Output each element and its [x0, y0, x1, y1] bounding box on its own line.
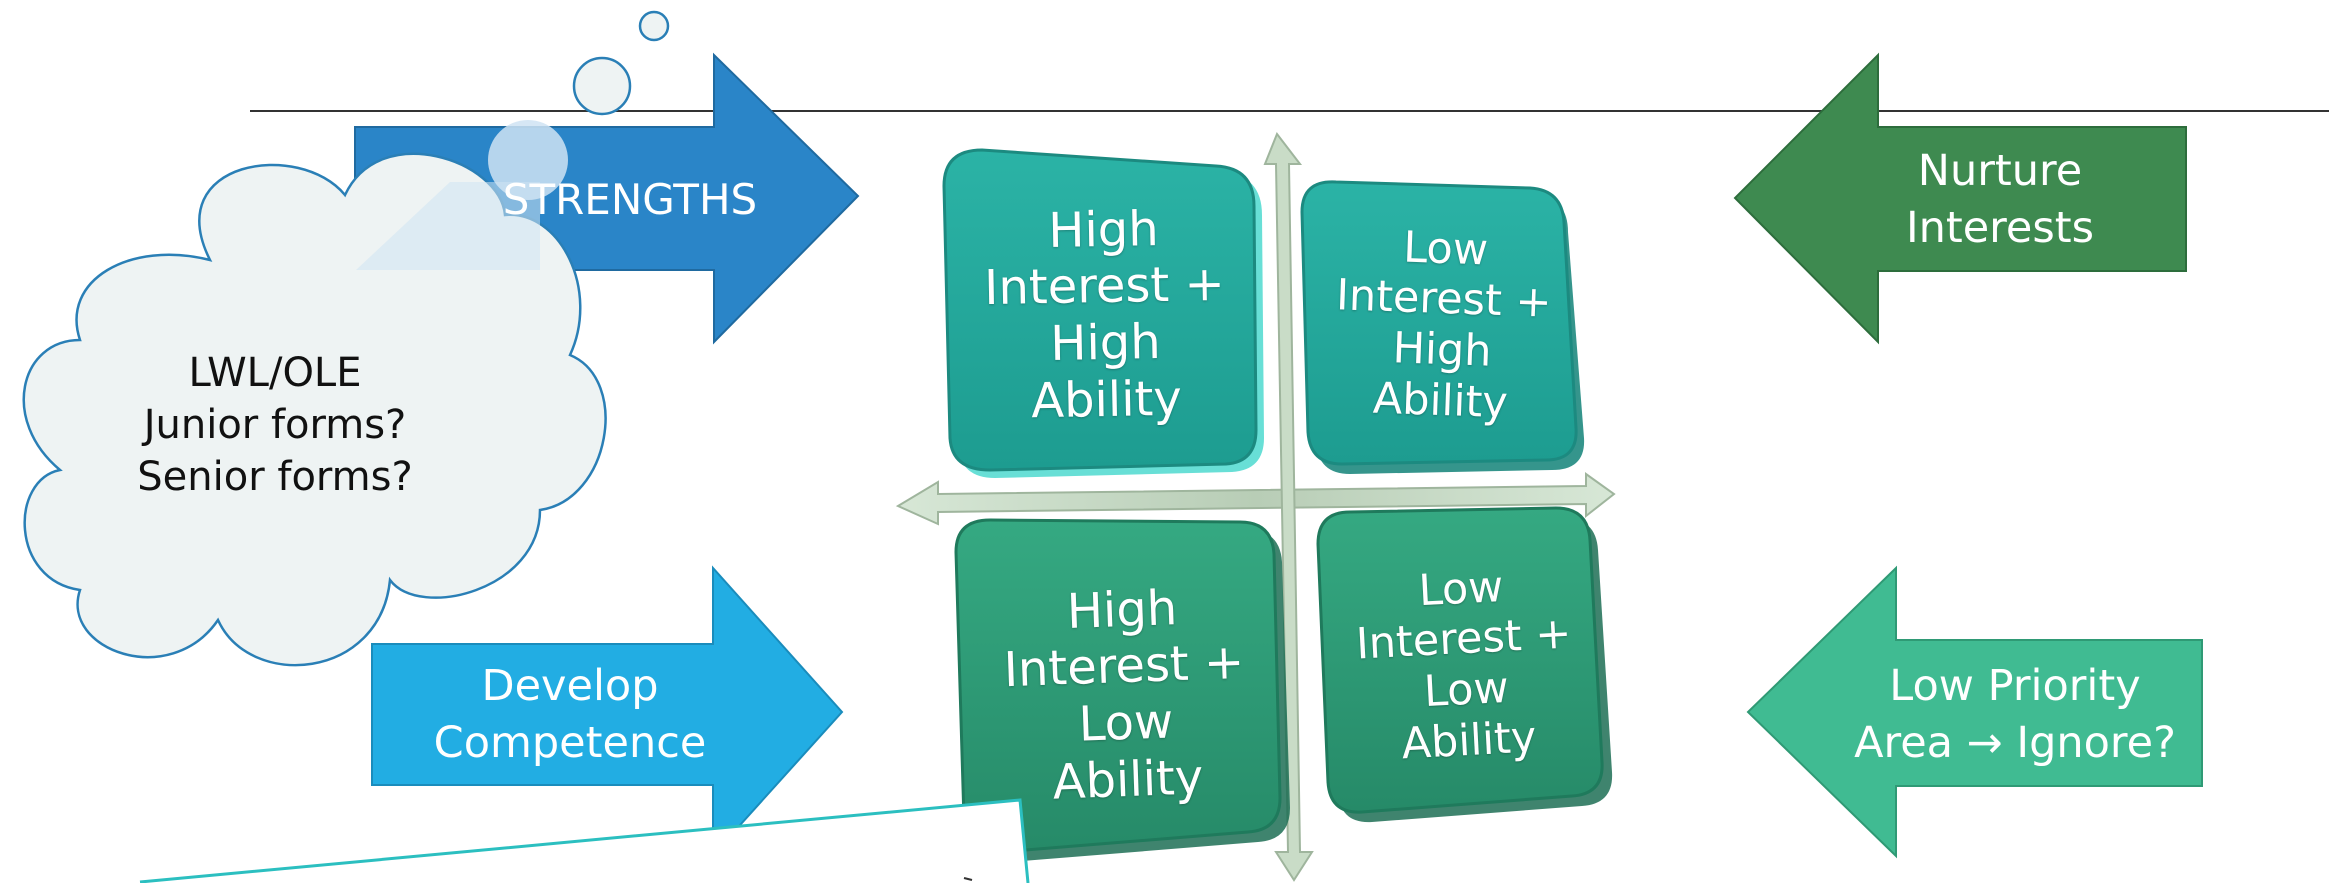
- low-priority-label: Low Priority Area → Ignore?: [1854, 660, 2176, 768]
- horizontal-axis-arrow: [895, 472, 1616, 526]
- thought-cloud-text: LWL/OLE Junior forms? Senior forms?: [137, 350, 413, 500]
- quadrant-bottom-left-label: High Interest + Low Ability: [1002, 579, 1246, 811]
- nurture-interests-arrow: [1733, 52, 2187, 345]
- tile-bottom-left: [954, 518, 1290, 863]
- strengths-label: STRENGTHS: [502, 175, 758, 225]
- callout-box: [139, 798, 1030, 883]
- thought-bubble-small: [638, 10, 670, 42]
- quadrant-top-left-label: High Interest + High Ability: [983, 200, 1226, 429]
- thought-bubble-overlay: [488, 120, 568, 200]
- low-priority-arrow: [1746, 565, 2203, 859]
- develop-competence-arrow: [371, 565, 844, 858]
- thought-cloud: [22, 10, 670, 667]
- cloud-body: [22, 152, 607, 667]
- quadrant-bottom-right-label: Low Interest + Low Ability: [1354, 561, 1573, 770]
- develop-competence-label: Develop Competence: [433, 660, 707, 768]
- tile-top-left: [942, 148, 1264, 478]
- nurture-interests-label: Nurture Interests: [1905, 145, 2095, 253]
- tile-bottom-right: [1316, 506, 1613, 823]
- quadrant-top-right-label: Low Interest + High Ability: [1335, 222, 1553, 429]
- thought-bubble-medium: [572, 56, 632, 116]
- cloud-tail-overlay: [356, 182, 540, 270]
- vertical-axis-arrow: [1263, 131, 1314, 882]
- tile-top-right: [1300, 180, 1585, 474]
